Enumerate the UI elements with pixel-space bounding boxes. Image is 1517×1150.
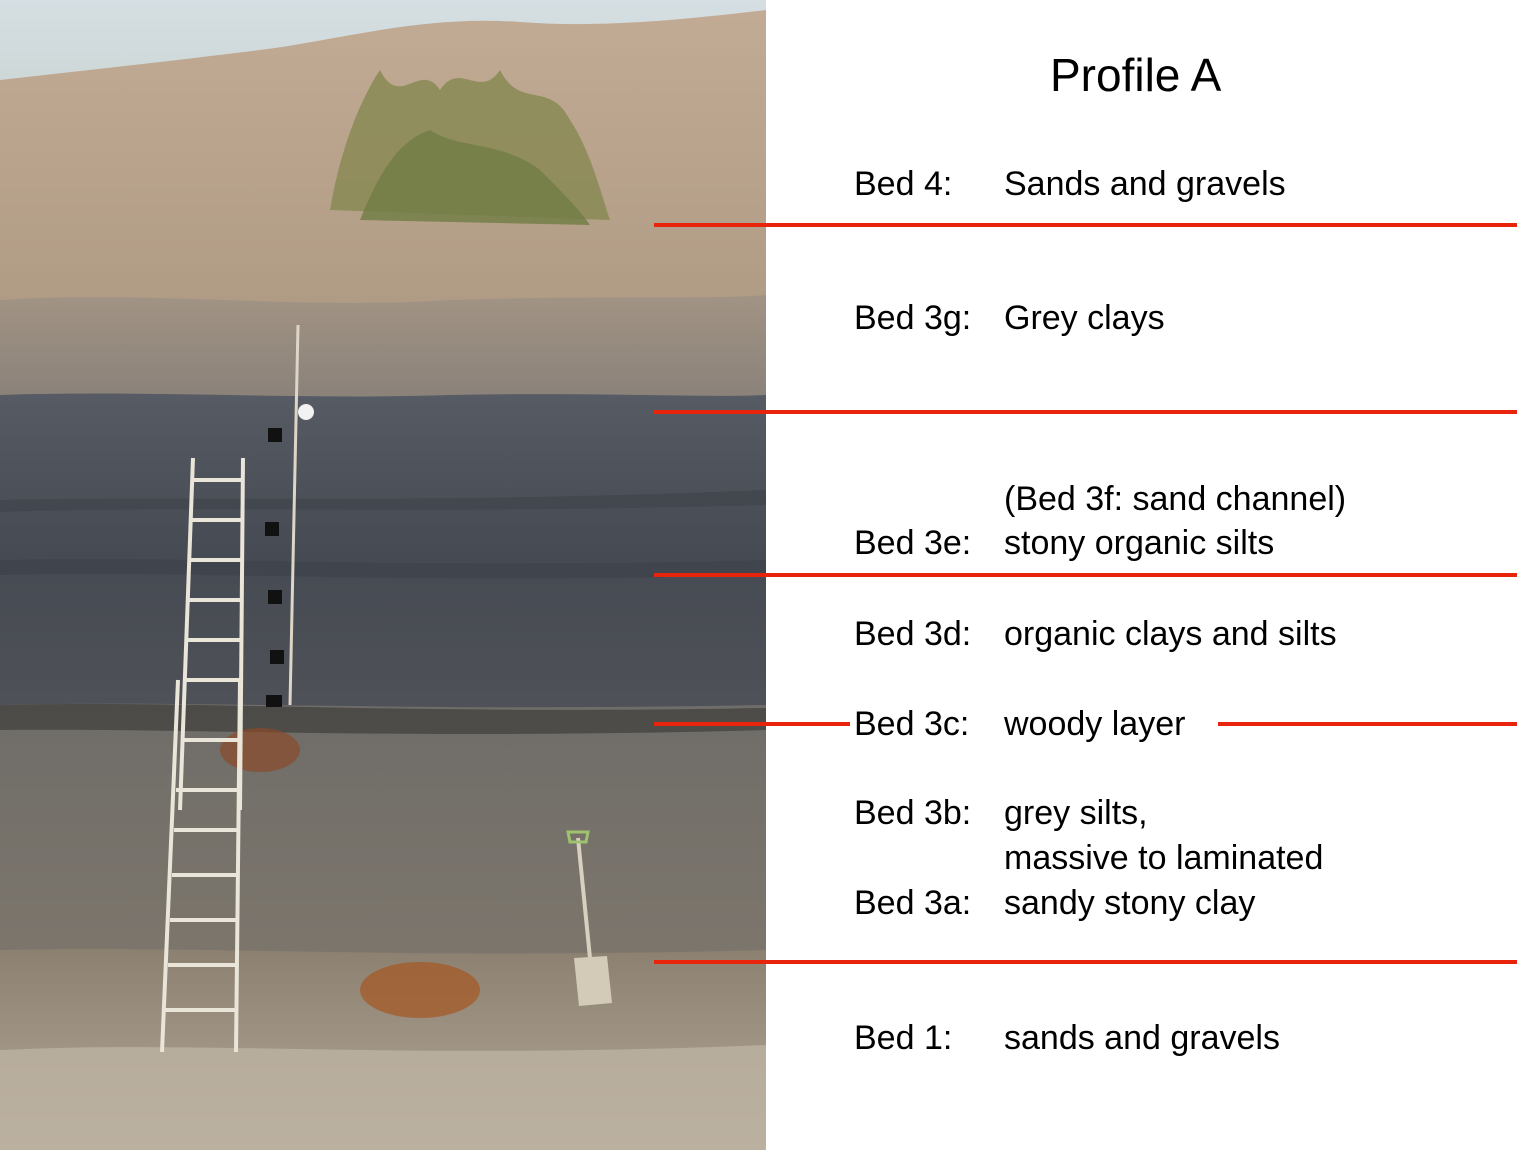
- bed-3a-label: Bed 3a:: [854, 884, 972, 922]
- spade: [566, 830, 612, 1006]
- bed-3g-label: Bed 3g:: [854, 299, 972, 337]
- bed-4-description: Sands and gravels: [1004, 165, 1286, 203]
- bed-3a-description: sandy stony clay: [1004, 884, 1256, 922]
- bed-3d-description: organic clays and silts: [1004, 615, 1337, 653]
- bed-3e-label: Bed 3e:: [854, 524, 972, 562]
- bed-3f-description: (Bed 3f: sand channel): [1004, 480, 1347, 518]
- bed-3d-label: Bed 3d:: [854, 615, 972, 653]
- bed-3g-description: Grey clays: [1004, 299, 1165, 337]
- bed-1-label: Bed 1:: [854, 1019, 953, 1057]
- bed-4-label: Bed 4:: [854, 165, 953, 203]
- bed-3b-description: grey silts,: [1004, 794, 1148, 832]
- bed-3e-description: stony organic silts: [1004, 524, 1275, 562]
- bed-3b-description-cont: massive to laminated: [1004, 839, 1324, 877]
- stratigraphic-section-photo: [0, 0, 766, 1150]
- bed-3c-description: woody layer: [1004, 705, 1186, 743]
- bed-1-description: sands and gravels: [1004, 1019, 1280, 1057]
- bed-3c-label: Bed 3c:: [854, 705, 970, 743]
- ladder: [160, 457, 245, 1053]
- profile-title: Profile A: [1050, 49, 1222, 101]
- bed-3b-label: Bed 3b:: [854, 794, 972, 832]
